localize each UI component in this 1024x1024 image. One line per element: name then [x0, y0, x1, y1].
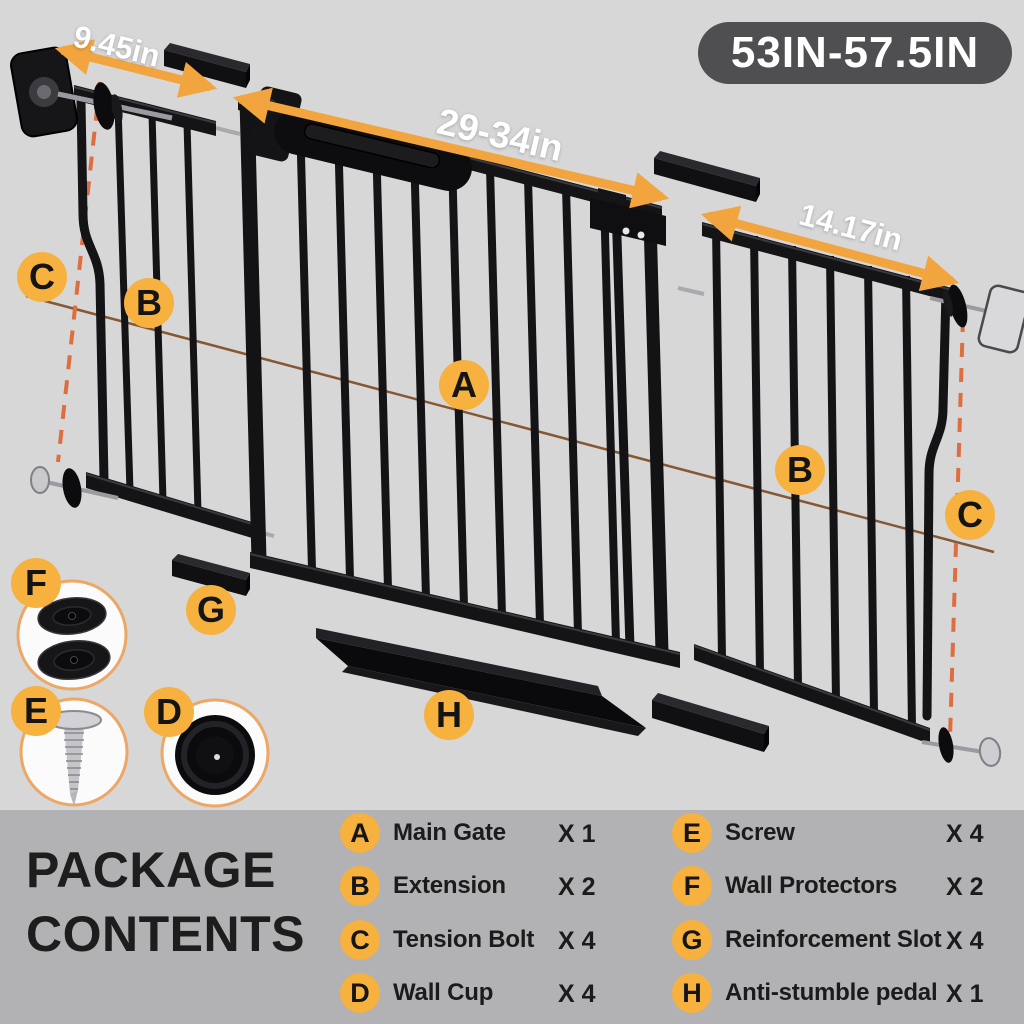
title-line-1: PACKAGE — [26, 842, 276, 898]
package-contents-title: PACKAGE CONTENTS — [26, 838, 305, 966]
dashed-line-left — [56, 81, 102, 463]
reinforcement-slot-2 — [654, 151, 760, 202]
item-name: Wall Protectors — [725, 872, 898, 899]
item-name: Extension — [393, 872, 506, 899]
item-quantity: X 2 — [558, 873, 596, 901]
item-quantity: X 4 — [558, 980, 596, 1008]
anti-stumble-pedal — [316, 628, 646, 736]
list-item-wall-cup: D Wall Cup X 4 — [340, 973, 596, 1013]
item-letter-badge: F — [672, 866, 712, 906]
callout-wall-cup: D — [144, 687, 194, 737]
item-letter-badge: A — [340, 813, 380, 853]
tension-bolt-top-right — [929, 284, 1024, 354]
callout-tension-bolt-left: C — [17, 252, 67, 302]
list-item-extension: B Extension X 2 — [340, 866, 596, 906]
item-quantity: X 2 — [946, 873, 984, 901]
item-letter-badge: E — [672, 813, 712, 853]
list-item-screw: E Screw X 4 — [672, 813, 984, 853]
arrow-main-gate — [232, 87, 670, 209]
package-contents-panel: PACKAGE CONTENTS A Main Gate X 1 B Exten… — [0, 810, 1024, 1024]
callout-reinforcement-slot: G — [186, 585, 236, 635]
list-item-main-gate: A Main Gate X 1 — [340, 813, 596, 853]
callout-extension-left: B — [124, 278, 174, 328]
tension-bolt-bottom-right — [921, 727, 1002, 767]
item-quantity: X 4 — [946, 820, 984, 848]
arrow-right-extension — [700, 205, 960, 292]
callout-extension-right: B — [775, 445, 825, 495]
item-name: Tension Bolt — [393, 926, 535, 953]
item-letter-badge: C — [340, 920, 380, 960]
item-letter-badge: H — [672, 973, 712, 1013]
list-item-tension-bolt: C Tension Bolt X 4 — [340, 920, 596, 960]
item-name: Main Gate — [393, 819, 506, 846]
title-line-2: CONTENTS — [26, 906, 305, 962]
callout-wall-protectors: F — [11, 558, 61, 608]
item-name: Reinforcement Slot — [725, 926, 942, 953]
callout-tension-bolt-right: C — [945, 490, 995, 540]
wall-protectors-detail — [16, 579, 128, 691]
item-quantity: X 4 — [558, 927, 596, 955]
arrow-left-extension — [54, 39, 218, 98]
callout-anti-stumble-pedal: H — [424, 690, 474, 740]
gate-illustration — [10, 39, 1024, 808]
list-item-reinforcement-slot: G Reinforcement Slot X 4 — [672, 920, 984, 960]
tension-bolt-bottom-left — [30, 466, 119, 508]
callout-screw: E — [11, 686, 61, 736]
item-letter-badge: B — [340, 866, 380, 906]
item-quantity: X 4 — [946, 927, 984, 955]
size-range-badge: 53IN-57.5IN — [698, 22, 1012, 84]
item-name: Wall Cup — [393, 979, 494, 1006]
reinforcement-slot-3 — [172, 554, 250, 596]
callout-main-gate: A — [439, 360, 489, 410]
reinforcement-slot-4 — [652, 693, 769, 752]
list-item-wall-protectors: F Wall Protectors X 2 — [672, 866, 984, 906]
item-quantity: X 1 — [946, 980, 984, 1008]
item-name: Screw — [725, 819, 795, 846]
item-letter-badge: D — [340, 973, 380, 1013]
item-quantity: X 1 — [558, 820, 596, 848]
item-letter-badge: G — [672, 920, 712, 960]
list-item-anti-stumble-pedal: H Anti-stumble pedal X 1 — [672, 973, 984, 1013]
item-name: Anti-stumble pedal — [725, 979, 938, 1006]
